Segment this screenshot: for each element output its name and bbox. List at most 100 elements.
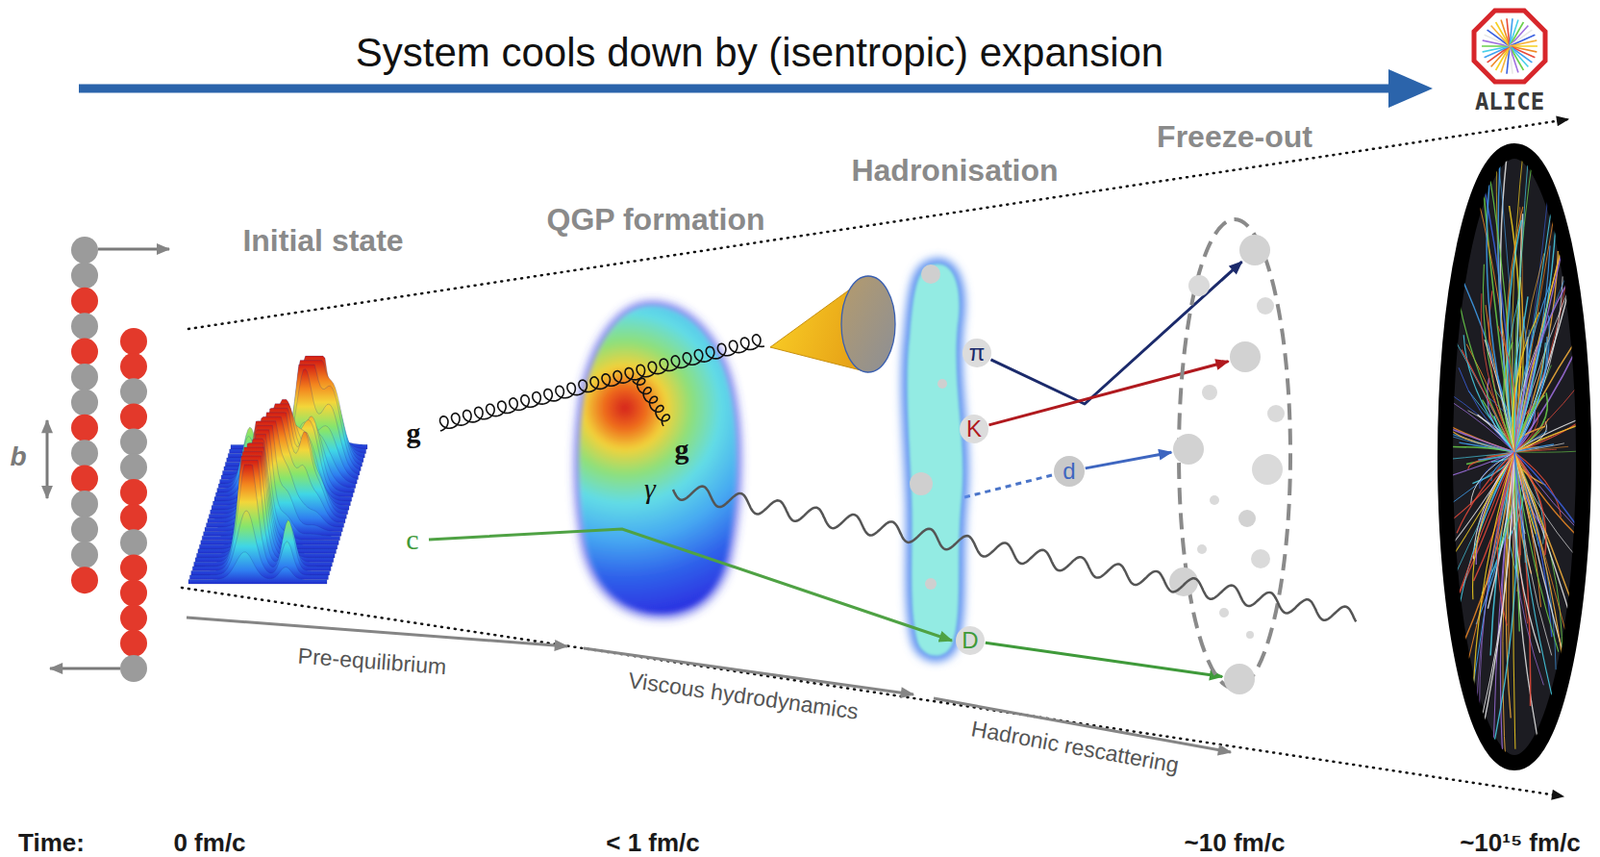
- nucleon: [120, 352, 148, 380]
- particle-circle: D: [955, 625, 985, 655]
- particle-track: [1085, 451, 1173, 469]
- photon-wave: [673, 486, 1356, 623]
- light-cone-line: [181, 587, 1564, 797]
- particle-circle: π: [962, 338, 992, 368]
- logo-ray: [1509, 46, 1513, 75]
- nucleon: [120, 654, 148, 682]
- particle-track: [1514, 451, 1525, 540]
- particle-track: [985, 642, 1223, 676]
- particle-track: [1514, 451, 1585, 538]
- particle-track: [1468, 410, 1516, 452]
- hadron-dot: [925, 577, 937, 590]
- particle-circle: K: [959, 414, 989, 444]
- event-display: [1445, 150, 1584, 763]
- phase-arrow: [186, 617, 568, 647]
- final-hadron: [1250, 549, 1271, 569]
- particle-track: [1514, 451, 1572, 763]
- parton-label: g: [406, 416, 422, 449]
- nucleon: [120, 553, 148, 581]
- final-hadron: [1238, 509, 1256, 527]
- stage-shape: [1134, 119, 1337, 697]
- event-tracks: [1410, 94, 1600, 832]
- particle-track: [989, 361, 1229, 425]
- time-axis-label: Time:: [18, 828, 85, 857]
- particle-track: [1514, 451, 1600, 552]
- particle-track: [1514, 278, 1570, 452]
- stage-shape: [533, 201, 784, 625]
- nucleon: [71, 414, 99, 442]
- stage-heading: Hadronisation: [850, 152, 1058, 188]
- gluon-lines: [440, 334, 766, 431]
- particle-track: [1461, 350, 1515, 453]
- logo-ray: [1506, 17, 1510, 47]
- particle-track: [1484, 339, 1515, 452]
- particle-track: [1514, 211, 1573, 452]
- phase-label: Pre-equilibrium: [297, 644, 448, 680]
- stage-heading: QGP formation: [547, 201, 766, 237]
- hadron-gas-glow: [906, 264, 963, 656]
- phase-label: Hadronic rescattering: [969, 716, 1181, 778]
- particle-track: [1454, 451, 1515, 632]
- particle-track: [1514, 127, 1570, 453]
- particle-track: [1512, 366, 1522, 452]
- final-hadron: [1239, 234, 1271, 266]
- time-value: ~10 fm/c: [1184, 828, 1286, 857]
- particle-track: [1514, 451, 1575, 610]
- particle-track: [1488, 451, 1517, 768]
- diagram-title: System cools down by (isentropic) expans…: [355, 30, 1164, 75]
- final-hadron: [1229, 341, 1261, 373]
- stage-heading: Freeze-out: [1156, 119, 1313, 154]
- impact-parameter-arrow: [46, 420, 50, 499]
- particle-track: [1449, 327, 1516, 452]
- alice-logo-rays: [1480, 17, 1539, 75]
- nucleon: [71, 287, 99, 315]
- nucleon: [120, 402, 148, 430]
- plasma-glow: [578, 305, 737, 614]
- density-ridge: [188, 551, 327, 584]
- nucleon: [120, 604, 148, 632]
- cooling-arrowhead: [1388, 69, 1433, 108]
- final-hadron: [1188, 275, 1210, 297]
- logo-ray: [1509, 34, 1536, 47]
- final-hadron: [1201, 384, 1218, 400]
- motion-arrow: [50, 667, 121, 671]
- nucleon: [120, 629, 148, 657]
- stage-heading: Initial state: [242, 223, 403, 258]
- final-hadron: [1267, 404, 1285, 423]
- particle-track: [1410, 420, 1515, 452]
- hadron-gas-blob: [906, 264, 963, 656]
- stage-shape: [846, 152, 1064, 663]
- particle-track: [1426, 451, 1515, 640]
- final-hadron: [1256, 297, 1275, 315]
- particle-track: [1514, 444, 1554, 452]
- hadron-dot: [937, 378, 948, 389]
- alice-logo: [1474, 10, 1546, 82]
- time-value: < 1 fm/c: [605, 828, 700, 857]
- final-hadron: [1246, 630, 1254, 639]
- particle-track: [1443, 451, 1515, 571]
- particle-label: d: [1062, 459, 1075, 483]
- density-ridge: [189, 510, 328, 580]
- logo-ray: [1509, 40, 1538, 47]
- nucleon: [71, 363, 99, 391]
- nucleon: [71, 261, 99, 289]
- final-hadron: [1224, 663, 1255, 695]
- nucleon: [71, 490, 99, 518]
- initial-state-stage: Initial state: [182, 223, 433, 599]
- particle-track: [1456, 451, 1515, 533]
- nucleon: [120, 327, 148, 355]
- particle-track: [1498, 325, 1517, 452]
- quark-label: c: [405, 523, 419, 555]
- deuteron-formation-line: [964, 475, 1052, 498]
- final-hadron: [1251, 453, 1283, 485]
- impact-parameter-label: b: [9, 442, 26, 473]
- nucleon: [120, 579, 148, 607]
- particle-label: D: [961, 628, 978, 652]
- nucleon: [71, 236, 99, 264]
- cooling-arrow: [78, 84, 1395, 94]
